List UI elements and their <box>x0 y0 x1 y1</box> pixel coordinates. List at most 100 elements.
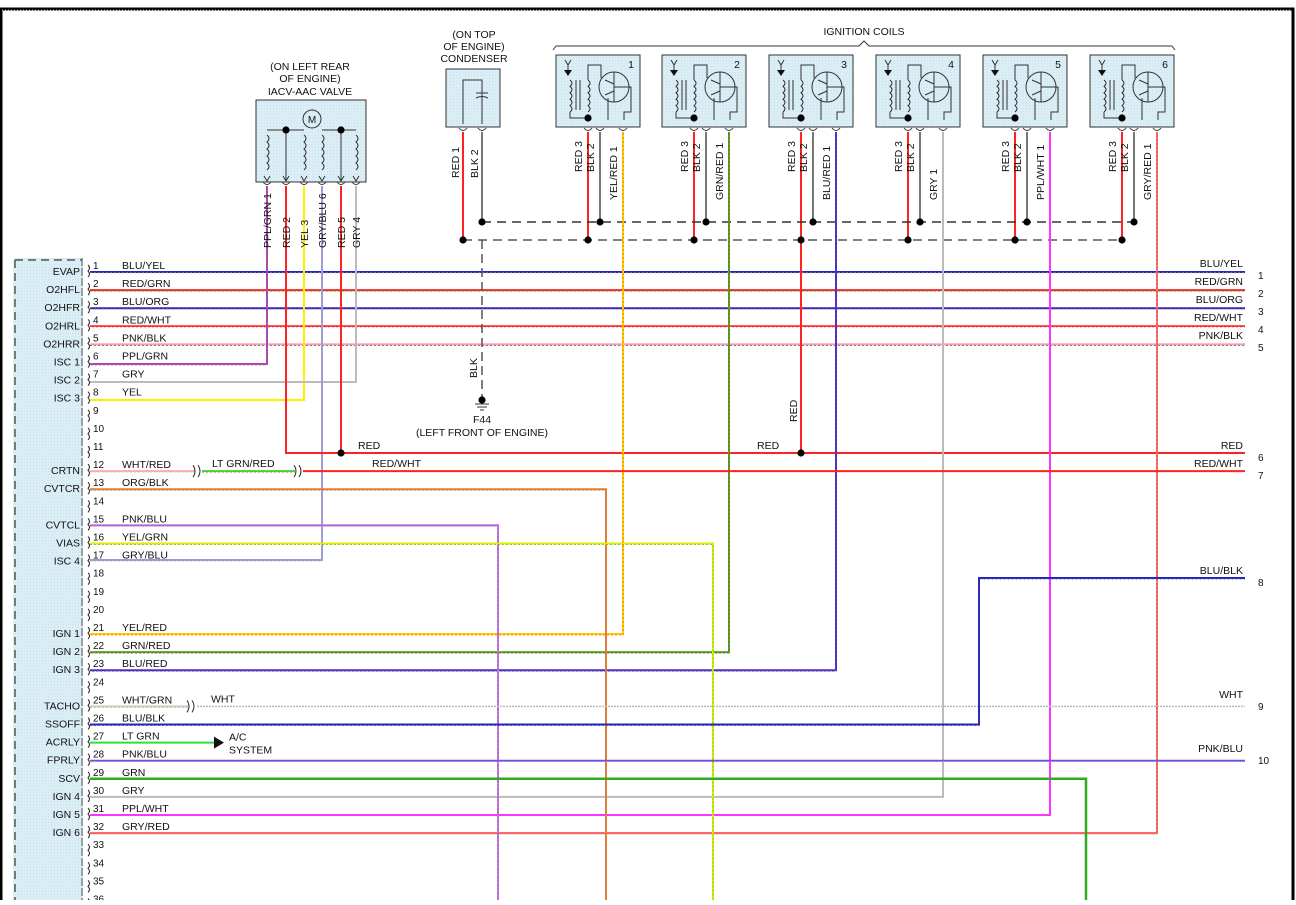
pin-socket-icon <box>87 699 90 712</box>
coil-winding-icon <box>587 79 591 113</box>
right-pin-number: 5 <box>1258 343 1264 354</box>
right-wire-label: PNK/BLU <box>1198 743 1243 755</box>
ground-dot <box>478 396 486 404</box>
inline-connector-icon <box>293 464 302 478</box>
wire-iacv-ppl-grn <box>90 186 268 365</box>
iacv-pin-label: GRY 4 <box>351 217 363 248</box>
coil-junction-dot <box>584 114 592 122</box>
pin-wire-label: BLU/ORG <box>122 296 169 308</box>
ignition-coil-number: 2 <box>734 59 740 71</box>
arrow-right-icon <box>214 736 224 749</box>
pin-socket-icon <box>87 608 90 622</box>
right-wire-label: BLU/BLK <box>1200 565 1243 577</box>
pin-number: 29 <box>93 768 105 779</box>
diode-icon <box>884 70 892 76</box>
coil-winding-icon <box>1121 79 1125 113</box>
pin-number: 7 <box>93 370 99 381</box>
wire-ign-4 <box>90 132 944 798</box>
pin-name: IGN 1 <box>53 628 81 640</box>
pin-wire-label: GRY/BLU <box>122 550 168 562</box>
coil-winding-icon <box>321 134 325 171</box>
coil-pin-label: YEL/RED 1 <box>608 146 620 200</box>
wire-ign-2-stripe <box>90 133 730 654</box>
coil-winding-icon <box>1103 79 1107 113</box>
pin-name: IGN 5 <box>53 809 81 821</box>
right-pin-number: 10 <box>1258 756 1270 767</box>
wire-vias-stripe <box>90 544 714 905</box>
coil-wiring <box>889 64 922 119</box>
ground-wire-label: BLK <box>468 358 480 378</box>
ac-label-1: A/C <box>229 732 247 744</box>
wire-iacv-yel <box>90 186 305 401</box>
wire-ign-1-stripe <box>90 133 624 636</box>
pin-socket-icon <box>299 181 309 185</box>
coil-winding-icon <box>907 79 911 113</box>
splice-dot <box>904 236 912 244</box>
pin-socket-icon <box>87 825 90 839</box>
ground-location: (LEFT FRONT OF ENGINE) <box>416 427 548 439</box>
splice-dot <box>916 218 924 226</box>
pin-socket-icon <box>915 127 925 131</box>
crtn-far-label: RED/WHT <box>372 458 422 470</box>
ecm-dashed-border <box>14 259 82 905</box>
pin-wire-label: ORG/BLK <box>122 477 169 489</box>
pin-number: 33 <box>93 840 105 851</box>
pin-socket-icon <box>618 127 628 131</box>
coil-pin-label: BLK 2 <box>1119 143 1131 172</box>
right-wire-label: BLU/YEL <box>1200 258 1243 270</box>
coil-winding-icon <box>266 134 270 171</box>
pin-number: 34 <box>93 858 105 869</box>
pin-number: 13 <box>93 478 105 489</box>
pin-name: IGN 4 <box>53 791 81 803</box>
transistor-leads <box>924 72 952 120</box>
pin-socket-icon <box>87 427 90 441</box>
pin-name: IGN 6 <box>53 827 81 839</box>
splice-dot <box>809 218 817 226</box>
red-vertical-label: RED <box>788 399 800 422</box>
coil-junction-dot <box>904 114 912 122</box>
pin-wire-label: RED/GRN <box>122 278 170 290</box>
pin-wire-label: BLU/BLK <box>122 713 165 725</box>
pin-name: ACRLY <box>46 737 80 749</box>
pin-name: CRTN <box>51 465 80 477</box>
ignition-coil-number: 4 <box>948 59 954 71</box>
coil-pin-label: RED 3 <box>679 141 691 172</box>
coil-pin-label: BLK 2 <box>1012 143 1024 172</box>
coil-pin-label: GRY 1 <box>928 169 940 200</box>
splice-dot <box>1011 236 1019 244</box>
coil-pin-label: RED 3 <box>1107 141 1119 172</box>
transistor-leads <box>1031 72 1059 120</box>
splice-dot <box>1130 218 1138 226</box>
right-pin-number: 3 <box>1258 307 1264 318</box>
pin-number: 2 <box>93 279 99 290</box>
right-pin-number: 9 <box>1258 702 1264 713</box>
iacv-valve-body <box>255 99 367 183</box>
crtn-mid-label: LT GRN/RED <box>212 458 275 470</box>
right-wire-label: RED/WHT <box>1194 312 1244 324</box>
splice-dot <box>596 218 604 226</box>
pin-name: SCV <box>58 773 80 785</box>
coil-pin-label: BLU/RED 1 <box>821 146 833 200</box>
pin-name: O2HFR <box>44 302 80 314</box>
pin-socket-icon <box>87 807 90 821</box>
pin-name: O2HRL <box>45 320 80 332</box>
ignition-coil-number: 6 <box>1162 59 1168 71</box>
coil-pin-label: PPL/WHT 1 <box>1035 145 1047 200</box>
pin-socket-icon <box>1010 127 1020 131</box>
condenser-name: CONDENSER <box>440 53 508 65</box>
pin-name: CVTCR <box>44 483 81 495</box>
condenser-location-2: OF ENGINE) <box>443 41 504 53</box>
pin-name: EVAP <box>53 266 80 278</box>
ground-id: F44 <box>473 414 491 426</box>
splice-dot <box>1023 218 1031 226</box>
splice-dot <box>702 218 710 226</box>
pin-socket-icon <box>262 181 272 185</box>
iacv-pin-label: GRY/BLU 6 <box>317 193 329 248</box>
pin-socket-icon <box>724 127 734 131</box>
pin-number: 19 <box>93 587 105 598</box>
pin-wire-label: PPL/GRN <box>122 351 168 363</box>
pin-wire-label: GRY <box>122 785 145 797</box>
pin-socket-icon <box>87 282 90 296</box>
pin-number: 14 <box>93 496 105 507</box>
